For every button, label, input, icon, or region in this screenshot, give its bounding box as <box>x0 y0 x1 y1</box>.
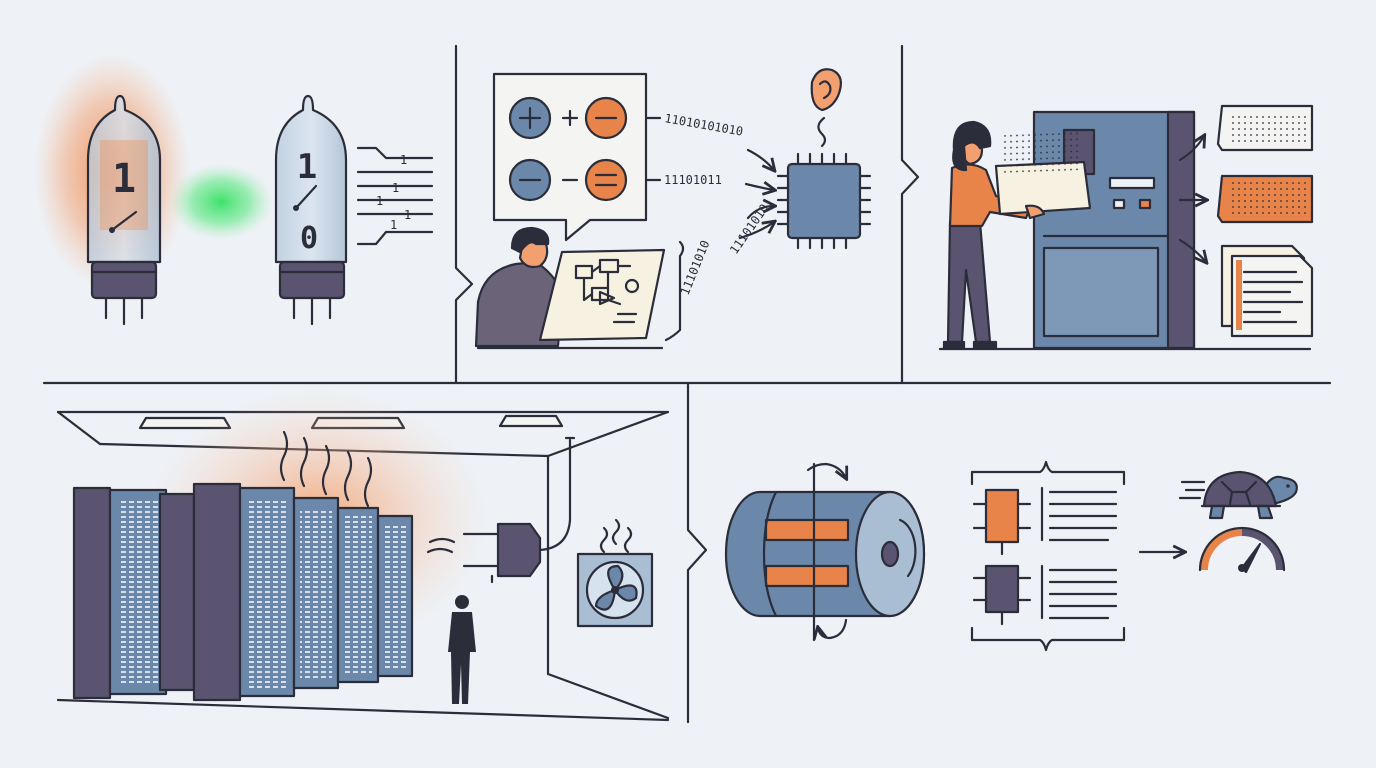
server-rack-group <box>72 482 414 702</box>
brace-icon <box>970 460 1126 652</box>
transistor-icon <box>972 564 1118 626</box>
signal-bit: 1 <box>376 194 383 208</box>
ceiling-light-icon <box>498 414 564 428</box>
person-silhouette <box>448 595 476 704</box>
heat-waves-icon <box>279 430 456 554</box>
panel-data-center <box>56 390 670 722</box>
panel-programming: 11010101010 11101011 11101010 11101010 <box>474 68 872 350</box>
equals-icon <box>584 158 628 202</box>
rotation-arrow-icon <box>806 462 846 642</box>
turtle-icon <box>1178 470 1298 520</box>
signal-bit: 1 <box>404 208 411 222</box>
server-rack-icon <box>336 506 380 684</box>
tube-off-digit-1: 1 <box>297 147 317 187</box>
punch-card-icon <box>1216 104 1314 152</box>
vacuum-tube-icon: 1 0 <box>274 94 348 326</box>
magnetic-drum-icon <box>724 490 926 618</box>
binary-row: 11101010 <box>727 201 772 256</box>
minus-icon <box>508 158 552 202</box>
signal-bit: 1 <box>400 153 407 167</box>
panel-vacuum-tubes: 1 1 0 1 1 1 1 <box>34 54 434 326</box>
signal-bit: 1 <box>392 181 399 195</box>
signal-lines: 1 1 1 1 1 <box>356 146 434 246</box>
punch-card-icon <box>1216 174 1314 224</box>
panel-dividers <box>42 44 1332 724</box>
server-rack-icon <box>376 514 414 678</box>
server-rack-icon <box>158 492 196 692</box>
tube-off-digit-0: 0 <box>300 221 318 256</box>
green-glow-icon <box>169 164 273 240</box>
ear-icon <box>810 68 843 148</box>
transistor-icon <box>972 486 1118 556</box>
fan-icon <box>576 518 654 628</box>
panel-memory-speed <box>724 460 1298 652</box>
server-rack-icon <box>192 482 296 702</box>
microchip-icon <box>776 152 872 250</box>
minus-icon <box>584 96 628 140</box>
power-plug-icon <box>462 436 576 584</box>
schematic-board <box>476 248 666 350</box>
tube-on-digit: 1 <box>112 156 136 202</box>
server-rack-icon <box>292 496 340 690</box>
binary-row: 11010101010 <box>663 111 744 139</box>
binary-row: 11101011 <box>664 173 722 187</box>
speedometer-icon <box>1198 526 1286 574</box>
punch-card-icon <box>994 132 1092 220</box>
server-rack-icon <box>72 486 168 700</box>
document-icon <box>1220 244 1314 338</box>
panel-punch-cards <box>938 104 1314 351</box>
signal-bit: 1 <box>390 218 397 232</box>
vacuum-tube-icon: 1 <box>86 94 162 326</box>
speech-bubble-icon <box>492 72 648 242</box>
plus-icon <box>508 96 552 140</box>
